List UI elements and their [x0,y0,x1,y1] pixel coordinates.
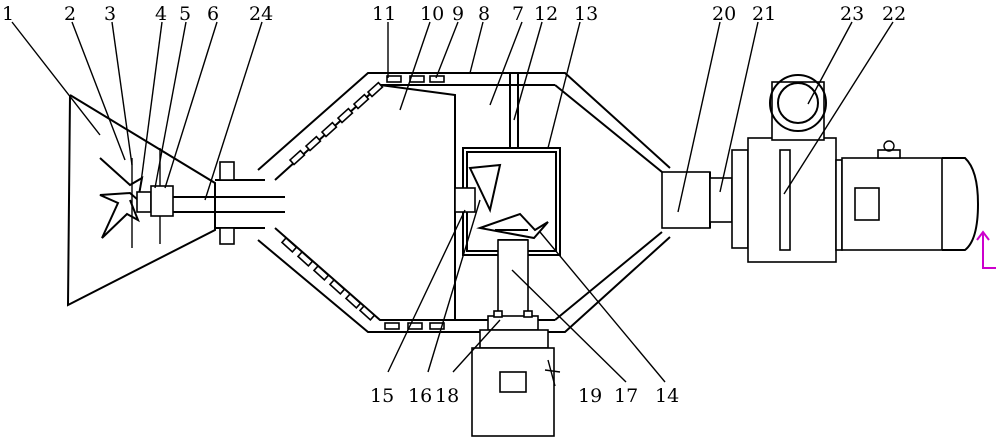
label-part-14: 14 [655,385,679,407]
label-part-2: 2 [64,3,76,25]
leader-lines [11,21,894,383]
label-part-9: 9 [452,3,464,25]
label-part-8: 8 [478,3,490,25]
main-housing [257,72,711,333]
label-part-4: 4 [155,3,167,25]
label-part-18: 18 [435,385,459,407]
insulation-bricks [280,75,445,330]
label-part-5: 5 [179,3,191,25]
bottom-labels: 15 16 18 19 17 14 [370,385,679,407]
blower [709,74,843,263]
label-part-24: 24 [249,3,273,25]
bottom-drive [471,239,556,437]
label-part-7: 7 [512,3,524,25]
blower-motor [841,140,980,251]
label-part-16: 16 [408,385,432,407]
label-part-19: 19 [578,385,602,407]
label-part-15: 15 [370,385,394,407]
label-part-21: 21 [752,3,776,25]
label-part-23: 23 [840,3,864,25]
label-part-6: 6 [207,3,219,25]
label-part-22: 22 [882,3,906,25]
label-part-3: 3 [104,3,116,25]
top-labels: 1 2 3 4 5 6 24 11 10 9 8 7 12 13 20 21 2… [2,3,906,25]
coupling [136,185,174,217]
label-part-12: 12 [534,3,558,25]
label-part-13: 13 [574,3,598,25]
label-part-20: 20 [712,3,736,25]
feed-hopper [66,94,216,307]
separator-chamber [454,147,561,256]
label-part-1: 1 [2,3,14,25]
label-part-10: 10 [420,3,444,25]
label-part-17: 17 [614,385,638,407]
label-part-11: 11 [372,3,396,25]
feed-tube [173,161,285,245]
section-marker [976,230,996,269]
